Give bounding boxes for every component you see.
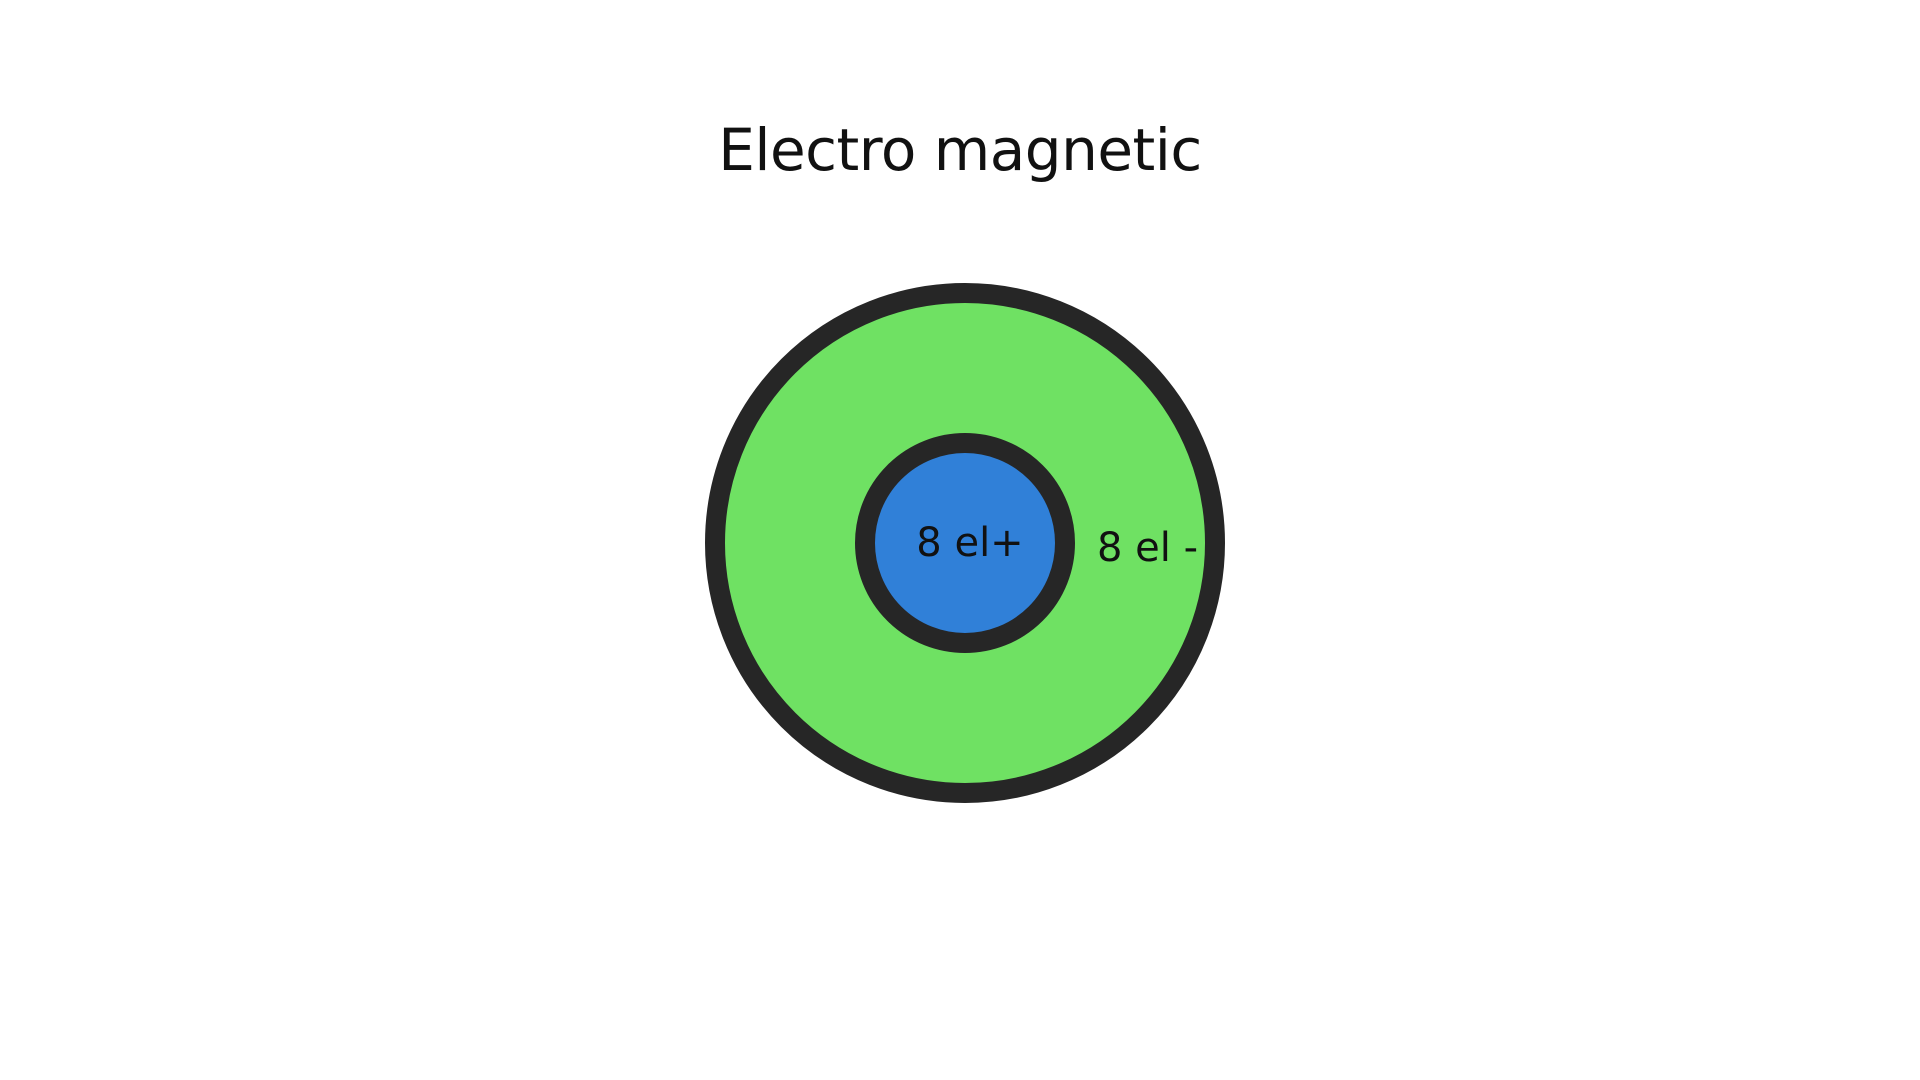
inner-circle <box>855 433 1075 653</box>
inner-circle-label: 8 el+ <box>916 520 1023 566</box>
diagram-title: Electro magnetic <box>718 116 1202 184</box>
outer-ring-label: 8 el - <box>1097 525 1198 571</box>
